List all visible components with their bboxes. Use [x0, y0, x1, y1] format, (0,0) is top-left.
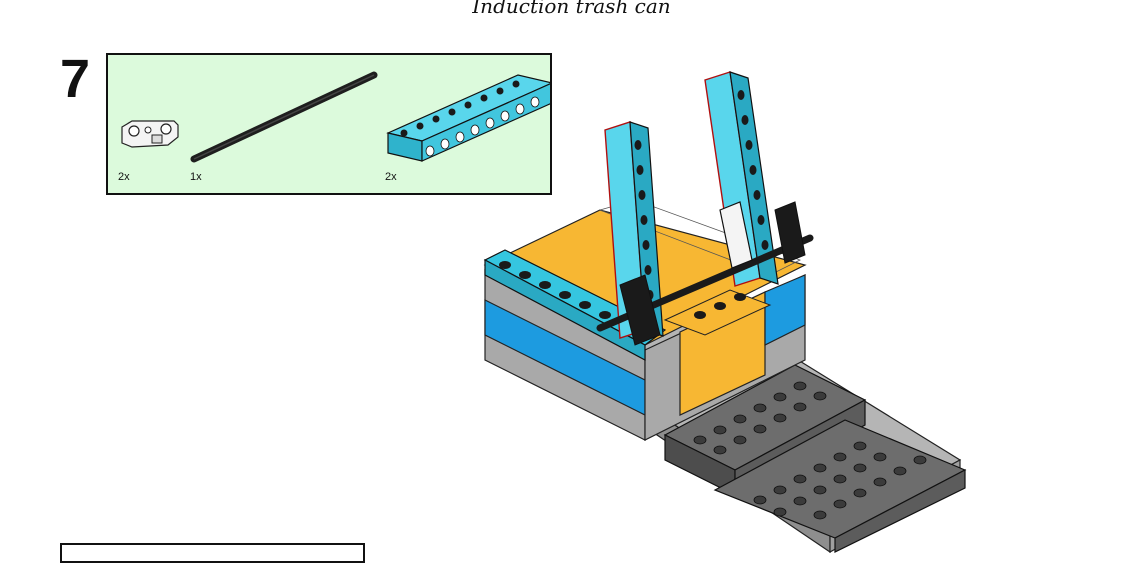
- axle-connector-quantity: 2x: [118, 171, 130, 183]
- axle-quantity: 1x: [190, 171, 202, 183]
- bottom-callout-box: [60, 543, 365, 563]
- step-number: 7: [60, 48, 90, 110]
- page-title: Induction trash can: [0, 0, 1143, 18]
- model-illustration: [470, 60, 990, 553]
- axle-icon: [194, 75, 374, 159]
- technic-beam-quantity: 2x: [385, 171, 397, 183]
- axle-connector-icon: [122, 121, 178, 147]
